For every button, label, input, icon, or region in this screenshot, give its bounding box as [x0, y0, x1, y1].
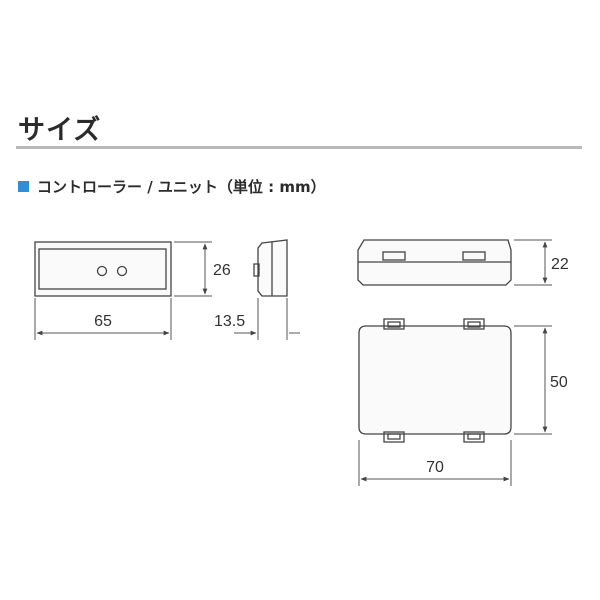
unit-height-dimension — [514, 239, 552, 286]
controller-depth-dimension — [234, 298, 300, 340]
title-divider — [16, 146, 582, 149]
controller-depth-label: 13.5 — [214, 313, 245, 330]
controller-height-dimension — [174, 241, 212, 297]
controller-side-view — [253, 239, 288, 297]
unit-depth-label: 50 — [550, 374, 568, 391]
unit-side-view — [357, 239, 512, 286]
unit-width-label: 70 — [426, 459, 444, 476]
unit-depth-dimension — [514, 325, 552, 435]
button-right-icon — [116, 265, 128, 277]
page-title: サイズ — [18, 115, 102, 146]
section-heading: コントローラー / ユニット（単位 : mm） — [18, 176, 326, 196]
square-bullet-icon — [18, 180, 29, 192]
controller-front-view — [34, 241, 172, 297]
button-left-icon — [96, 265, 108, 277]
unit-top-view — [358, 318, 512, 443]
controller-width-label: 65 — [94, 313, 112, 330]
controller-width-dimension — [34, 298, 172, 340]
section-label: コントローラー / ユニット（単位 : mm） — [37, 177, 326, 196]
unit-height-label: 22 — [551, 256, 569, 273]
unit-width-dimension — [358, 440, 512, 486]
controller-height-label: 26 — [213, 262, 231, 279]
